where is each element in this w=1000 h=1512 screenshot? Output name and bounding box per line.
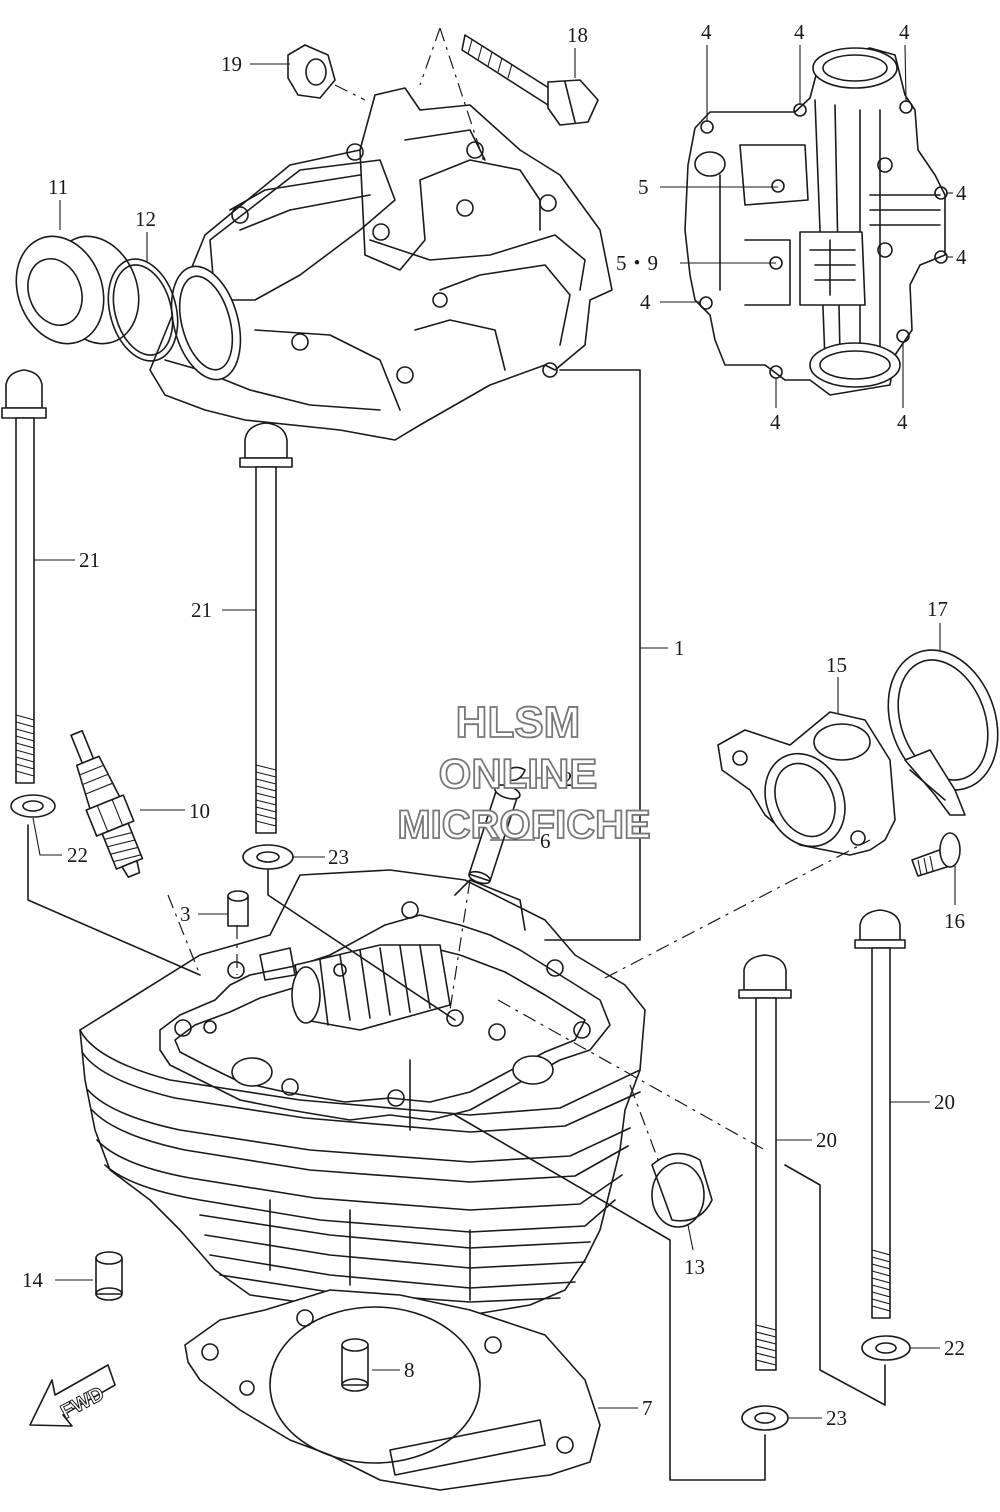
fwd-arrow-icon: FWD (29, 1364, 116, 1427)
callout-18: 18 (567, 23, 588, 47)
callout-5-9: 5・9 (616, 251, 658, 275)
callout-6: 6 (540, 829, 551, 853)
callout-16: 16 (944, 909, 965, 933)
callout-4-left: 4 (640, 290, 651, 314)
dowel-pin-part-14 (95, 1251, 123, 1301)
o-ring-part-12 (107, 258, 179, 362)
callout-23-right: 23 (826, 1406, 847, 1430)
callout-17: 17 (927, 597, 948, 621)
callout-labels: 1 2 3 6 7 8 10 11 12 13 14 15 16 17 18 1… (22, 20, 967, 1430)
callout-4-bottom-right: 4 (897, 410, 908, 434)
callout-11: 11 (48, 175, 68, 199)
callout-20-right: 20 (934, 1090, 955, 1114)
callout-8: 8 (404, 1358, 415, 1382)
cylinder-head-gasket-part-7 (184, 1289, 601, 1491)
cap-part-11 (15, 235, 140, 345)
cylinder-head (79, 869, 646, 1316)
clamp-part-17 (887, 649, 999, 816)
callout-21-left: 21 (79, 548, 100, 572)
leader-lines (32, 44, 956, 1419)
dowel-pin-part-8 (341, 1338, 369, 1392)
washer-part-22-right (861, 1335, 911, 1361)
head-cover-bottom-view-inset (684, 47, 948, 396)
callout-15: 15 (826, 653, 847, 677)
bolt-part-18 (461, 34, 599, 126)
watermark: HLSM ONLINE MICROFICHE (396, 697, 651, 848)
spark-plug-part-10 (70, 729, 144, 878)
dowel-pin-part-3 (227, 890, 249, 927)
callout-1: 1 (674, 636, 685, 660)
screw-part-16 (911, 832, 961, 877)
head-bolt-part-21-left (1, 369, 47, 784)
callout-23-left: 23 (328, 845, 349, 869)
watermark-line-1: HLSM (456, 698, 581, 747)
plug-cap-part-13 (651, 1152, 713, 1228)
cylinder-head-cover (149, 87, 613, 441)
bolt-part-20-right (854, 909, 906, 1319)
callout-14: 14 (22, 1268, 44, 1292)
callout-19: 19 (221, 52, 242, 76)
callout-4-top-right: 4 (899, 20, 910, 44)
callout-4-top-left: 4 (701, 20, 712, 44)
clip-part-2 (504, 766, 526, 782)
callout-4-bottom-left: 4 (770, 410, 781, 434)
callout-10: 10 (189, 799, 210, 823)
callout-22-right: 22 (944, 1336, 965, 1360)
head-bolt-part-21-right (239, 422, 293, 834)
nut-part-19 (287, 44, 336, 99)
callout-13: 13 (684, 1255, 705, 1279)
callout-4-right-upper: 4 (956, 181, 967, 205)
callout-2: 2 (562, 767, 573, 791)
washer-part-23-left (242, 844, 294, 870)
watermark-line-3: MICROFICHE (397, 803, 650, 847)
washer-part-23-right (741, 1405, 789, 1431)
callout-21-right: 21 (191, 598, 212, 622)
watermark-line-2: ONLINE (439, 750, 598, 797)
callout-4-right-lower: 4 (956, 245, 967, 269)
callout-12: 12 (135, 207, 156, 231)
callout-3: 3 (180, 902, 191, 926)
bolt-part-20-left (738, 954, 792, 1371)
callout-7: 7 (642, 1396, 653, 1420)
intake-pipe-part-15 (717, 711, 896, 856)
valve-guide-part-6 (468, 784, 521, 885)
callout-5: 5 (638, 175, 649, 199)
callout-20-left: 20 (816, 1128, 837, 1152)
callout-22-left: 22 (67, 843, 88, 867)
washer-part-22-left (10, 794, 56, 818)
callout-4-top-mid: 4 (794, 20, 805, 44)
